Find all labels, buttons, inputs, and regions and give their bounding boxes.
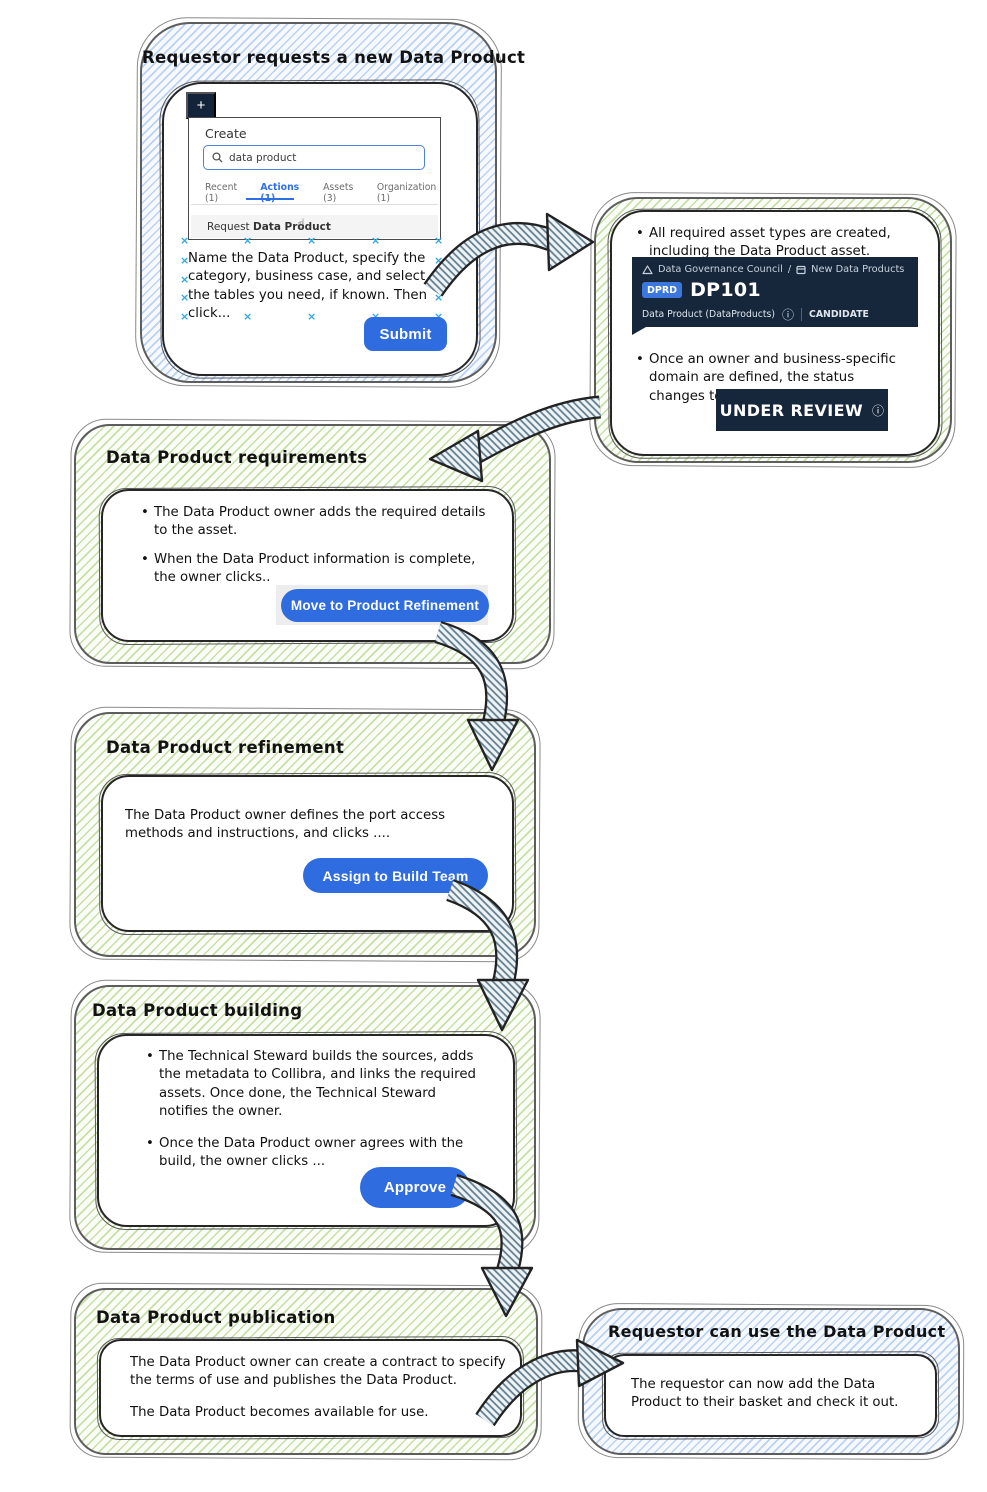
tab-actions[interactable]: Actions (1) [260,182,300,204]
selection-marker: × [243,234,253,247]
search-icon [212,152,223,163]
tab-recent[interactable]: Recent (1) [205,182,238,204]
asset-id-line: DPRD DP101 [642,279,908,301]
approve-button[interactable]: Approve [360,1167,470,1208]
refinement-panel: The Data Product owner defines the port … [101,775,514,932]
breadcrumb: Data Governance Council / New Data Produ… [642,264,908,275]
breadcrumb-separator: / [787,264,792,275]
result-name: Data Product [253,220,331,233]
use-product-panel: The requestor can now add the Data Produ… [604,1354,937,1437]
refinement-box: Data Product refinement The Data Product… [74,712,536,957]
publication-paragraph-2: The Data Product becomes available for u… [130,1405,429,1420]
selection-marker: × [434,234,444,247]
tab-organization[interactable]: Organization (1) [376,182,437,204]
building-title: Data Product building [92,1001,303,1020]
create-dialog-tabs: Recent (1) Actions (1) Assets (3) Organi… [205,182,440,204]
create-dialog: Create data product Recent (1) Actions (… [188,117,441,240]
asset-created-box: All required asset types are created, in… [594,197,952,463]
asset-created-bullet-2: Once an owner and business-specific doma… [634,351,896,406]
refinement-text: The Data Product owner defines the port … [125,808,446,842]
use-product-text: The requestor can now add the Data Produ… [631,1377,899,1411]
requirements-bullet-1: The Data Product owner adds the required… [139,504,491,541]
requestor-request-title: Requestor requests a new Data Product [142,48,526,67]
publication-box: Data Product publication The Data Produc… [74,1288,538,1455]
selection-marker: × [180,291,190,304]
breadcrumb-domain[interactable]: New Data Products [811,264,905,275]
refinement-title: Data Product refinement [106,738,345,757]
use-product-box: Requestor can use the Data Product The r… [582,1308,960,1455]
request-note-text: Name the Data Product, specify the categ… [188,251,427,322]
under-review-label: UNDER REVIEW [719,400,864,420]
arrow-requirements-to-refinement [434,620,520,772]
selection-marker: × [180,273,190,286]
request-data-product-item[interactable]: Request Data Product [191,215,438,238]
requirements-panel: The Data Product owner adds the required… [101,489,514,642]
arrow-assets-to-requirements [428,395,602,483]
domain-icon [796,265,806,274]
plus-button[interactable]: + [186,92,216,119]
arrow-building-to-publication [450,1173,534,1318]
arrow-refinement-to-building [445,879,530,1032]
asset-meta-line: Data Product (DataProducts) ⓘ CANDIDATE [642,306,908,323]
search-input[interactable]: data product [203,145,425,170]
requirements-bullet-2: When the Data Product information is com… [139,551,491,588]
info-icon[interactable]: ⓘ [872,403,885,418]
active-tab-underline [246,198,294,200]
arrow-request-to-assets [423,212,595,297]
building-bullet-1: The Technical Steward builds the sources… [144,1048,482,1121]
selection-marker: × [307,310,317,323]
building-panel: The Technical Steward builds the sources… [97,1034,515,1227]
selection-marker: × [371,311,380,322]
breadcrumb-community[interactable]: Data Governance Council [658,264,783,275]
building-box: Data Product building The Technical Stew… [74,985,536,1250]
community-icon [642,264,653,274]
create-screenshot-panel: + Create data product Recent (1) Actions… [162,82,478,376]
tabs-divider [191,204,438,205]
info-icon[interactable]: ⓘ [782,308,795,322]
selection-marker: × [180,234,190,247]
selection-marker: × [243,310,253,323]
under-review-badge: UNDER REVIEW ⓘ [716,389,888,431]
create-dialog-title: Create [205,126,247,141]
asset-status: CANDIDATE [809,309,869,320]
selection-marker: × [371,234,381,247]
asset-created-bullet-1: All required asset types are created, in… [634,225,934,262]
cursor-hand-icon: ☝ [297,217,305,232]
meta-separator [801,308,803,321]
asset-banner: Data Governance Council / New Data Produ… [632,257,918,335]
selection-marker: × [434,291,444,304]
publication-paragraph-1: The Data Product owner can create a cont… [130,1355,506,1389]
requirements-title: Data Product requirements [106,448,368,467]
selection-marker: × [180,254,190,267]
requirements-box: Data Product requirements The Data Produ… [74,424,551,664]
asset-type-badge: DPRD [642,282,683,298]
search-value: data product [229,151,297,164]
asset-type-label: Data Product (DataProducts) [642,309,776,320]
move-to-product-refinement-button[interactable]: Move to Product Refinement [281,589,489,622]
selection-marker: × [180,310,190,323]
arrow-publication-to-use [475,1338,625,1427]
use-product-title: Requestor can use the Data Product [608,1322,946,1341]
tab-assets[interactable]: Assets (3) [323,182,354,204]
selection-marker: × [434,311,443,322]
requestor-request-box: Requestor requests a new Data Product + … [140,22,526,383]
selection-marker: × [434,254,444,267]
building-bullet-2: Once the Data Product owner agrees with … [144,1135,496,1172]
publication-panel: The Data Product owner can create a cont… [99,1339,522,1437]
asset-created-panel: All required asset types are created, in… [610,210,940,456]
result-prefix: Request [207,220,250,233]
asset-id: DP101 [690,279,761,301]
publication-title: Data Product publication [96,1308,336,1327]
submit-button[interactable]: Submit [364,317,447,351]
selection-marker: × [307,234,317,247]
